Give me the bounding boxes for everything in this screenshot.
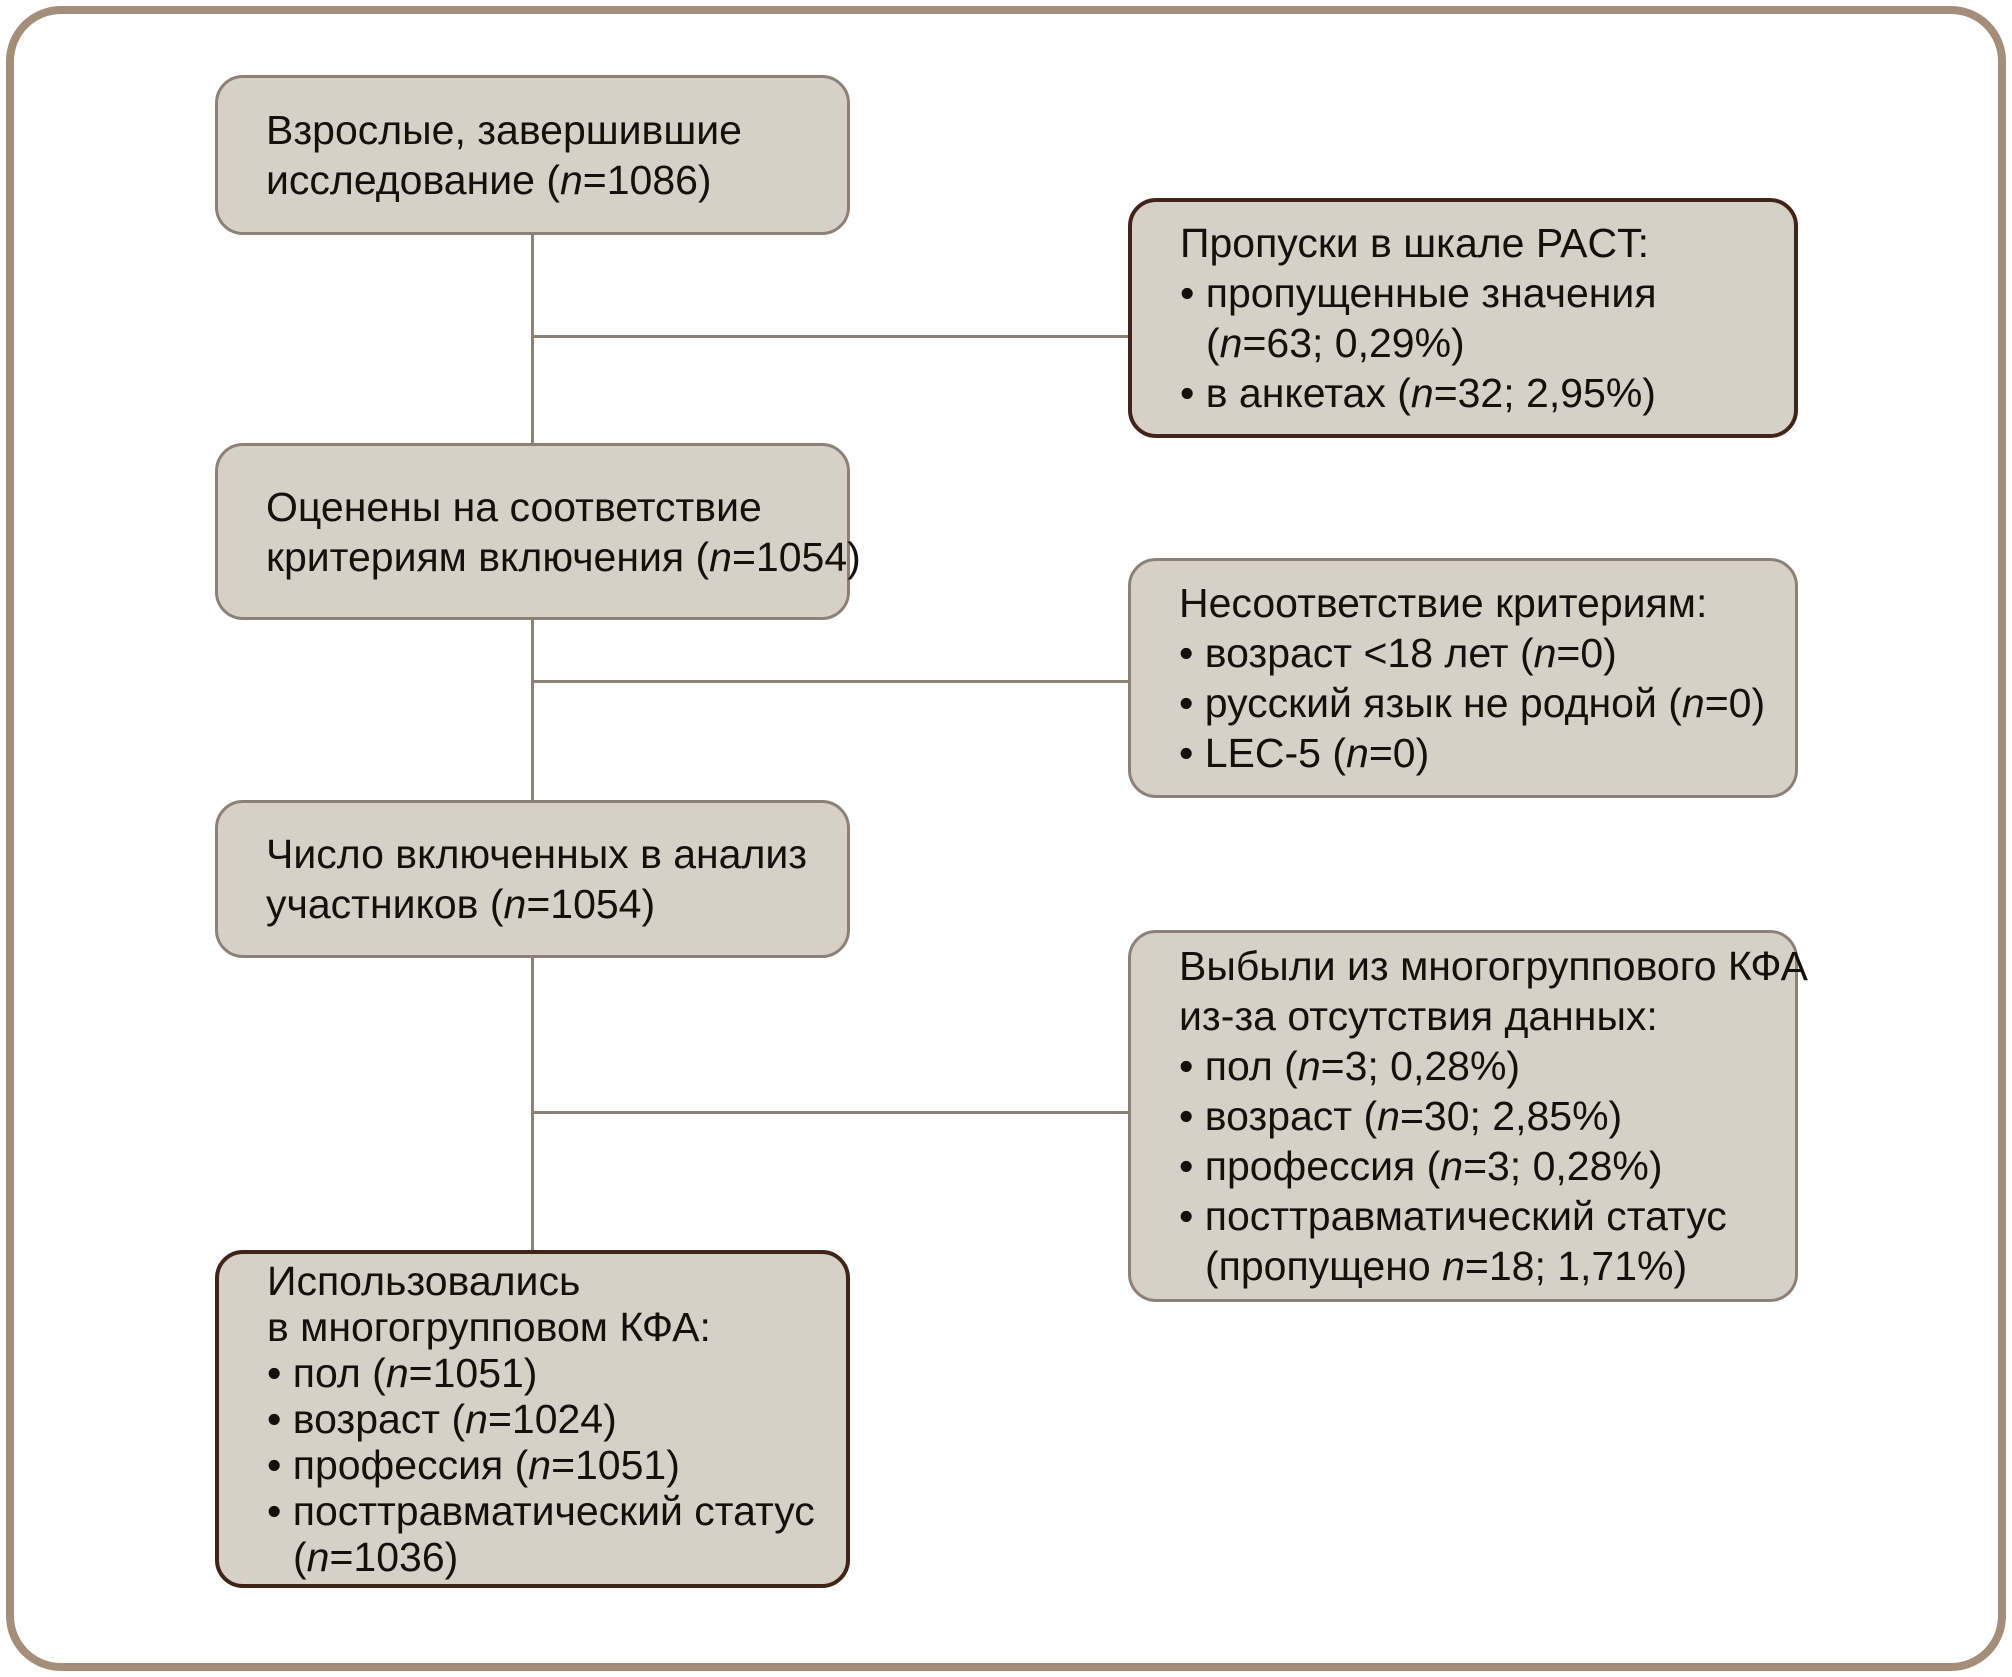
box-l4-line-5: • профессия (n=1051)	[267, 1442, 680, 1488]
connector-vertical-line	[531, 235, 534, 1250]
box-l4-line-3: • пол (n=1051)	[267, 1350, 538, 1396]
box-l4-line-2: в многогрупповом КФА:	[267, 1304, 711, 1350]
connector-branch-criteria-mismatch	[531, 680, 1128, 683]
box-r3-line-7: (пропущено n=18; 1,71%)	[1205, 1243, 1688, 1289]
box-r3-line-5: • профессия (n=3; 0,28%)	[1179, 1143, 1663, 1189]
box-r3-line-2: из-за отсутствия данных:	[1179, 993, 1658, 1039]
box-r1-line-1: Пропуски в шкале PACT:	[1180, 220, 1650, 266]
box-l4-line-6: • посттравматический статус	[267, 1488, 815, 1534]
box-l2-line-1: Оценены на соответствие	[266, 483, 762, 530]
box-l3-line-1: Число включенных в анализ	[266, 831, 808, 877]
box-r2-line-2: • возраст <18 лет (n=0)	[1179, 630, 1617, 676]
connector-branch-pact-missing	[531, 335, 1128, 338]
box-r3-line-1: Выбыли из многогруппового КФА	[1179, 943, 1809, 989]
box-l2-line-2: критериям включения (n=1054)	[266, 533, 861, 580]
box-r1-line-4: • в анкетах (n=32; 2,95%)	[1180, 370, 1656, 416]
box-l4-line-4: • возраст (n=1024)	[267, 1396, 617, 1442]
box-pact-scale-missing: Пропуски в шкале PACT:• пропущенные знач…	[1128, 198, 1798, 438]
box-l1-line-2: исследование (n=1086)	[266, 157, 712, 203]
box-r1-line-3: (n=63; 0,29%)	[1206, 320, 1465, 366]
box-l4-line-7: (n=1036)	[293, 1534, 459, 1580]
box-r2-line-1: Несоответствие критериям:	[1179, 580, 1708, 626]
outer-frame	[6, 6, 2006, 1671]
connector-branch-cfa-excluded	[531, 1111, 1128, 1114]
box-r2-line-4: • LEC-5 (n=0)	[1179, 730, 1430, 776]
box-l3-line-2: участников (n=1054)	[266, 881, 656, 927]
box-criteria-mismatch: Несоответствие критериям:• возраст <18 л…	[1128, 558, 1798, 798]
box-r2-line-3: • русский язык не родной (n=0)	[1179, 680, 1766, 726]
box-r1-line-2: • пропущенные значения	[1180, 270, 1657, 316]
box-r3-line-4: • возраст (n=30; 2,85%)	[1179, 1093, 1623, 1139]
box-l4-line-1: Использовались	[267, 1258, 581, 1304]
box-r3-line-3: • пол (n=3; 0,28%)	[1179, 1043, 1521, 1089]
box-l1-line-1: Взрослые, завершившие	[266, 107, 742, 153]
box-r3-line-6: • посттравматический статус	[1179, 1193, 1727, 1239]
